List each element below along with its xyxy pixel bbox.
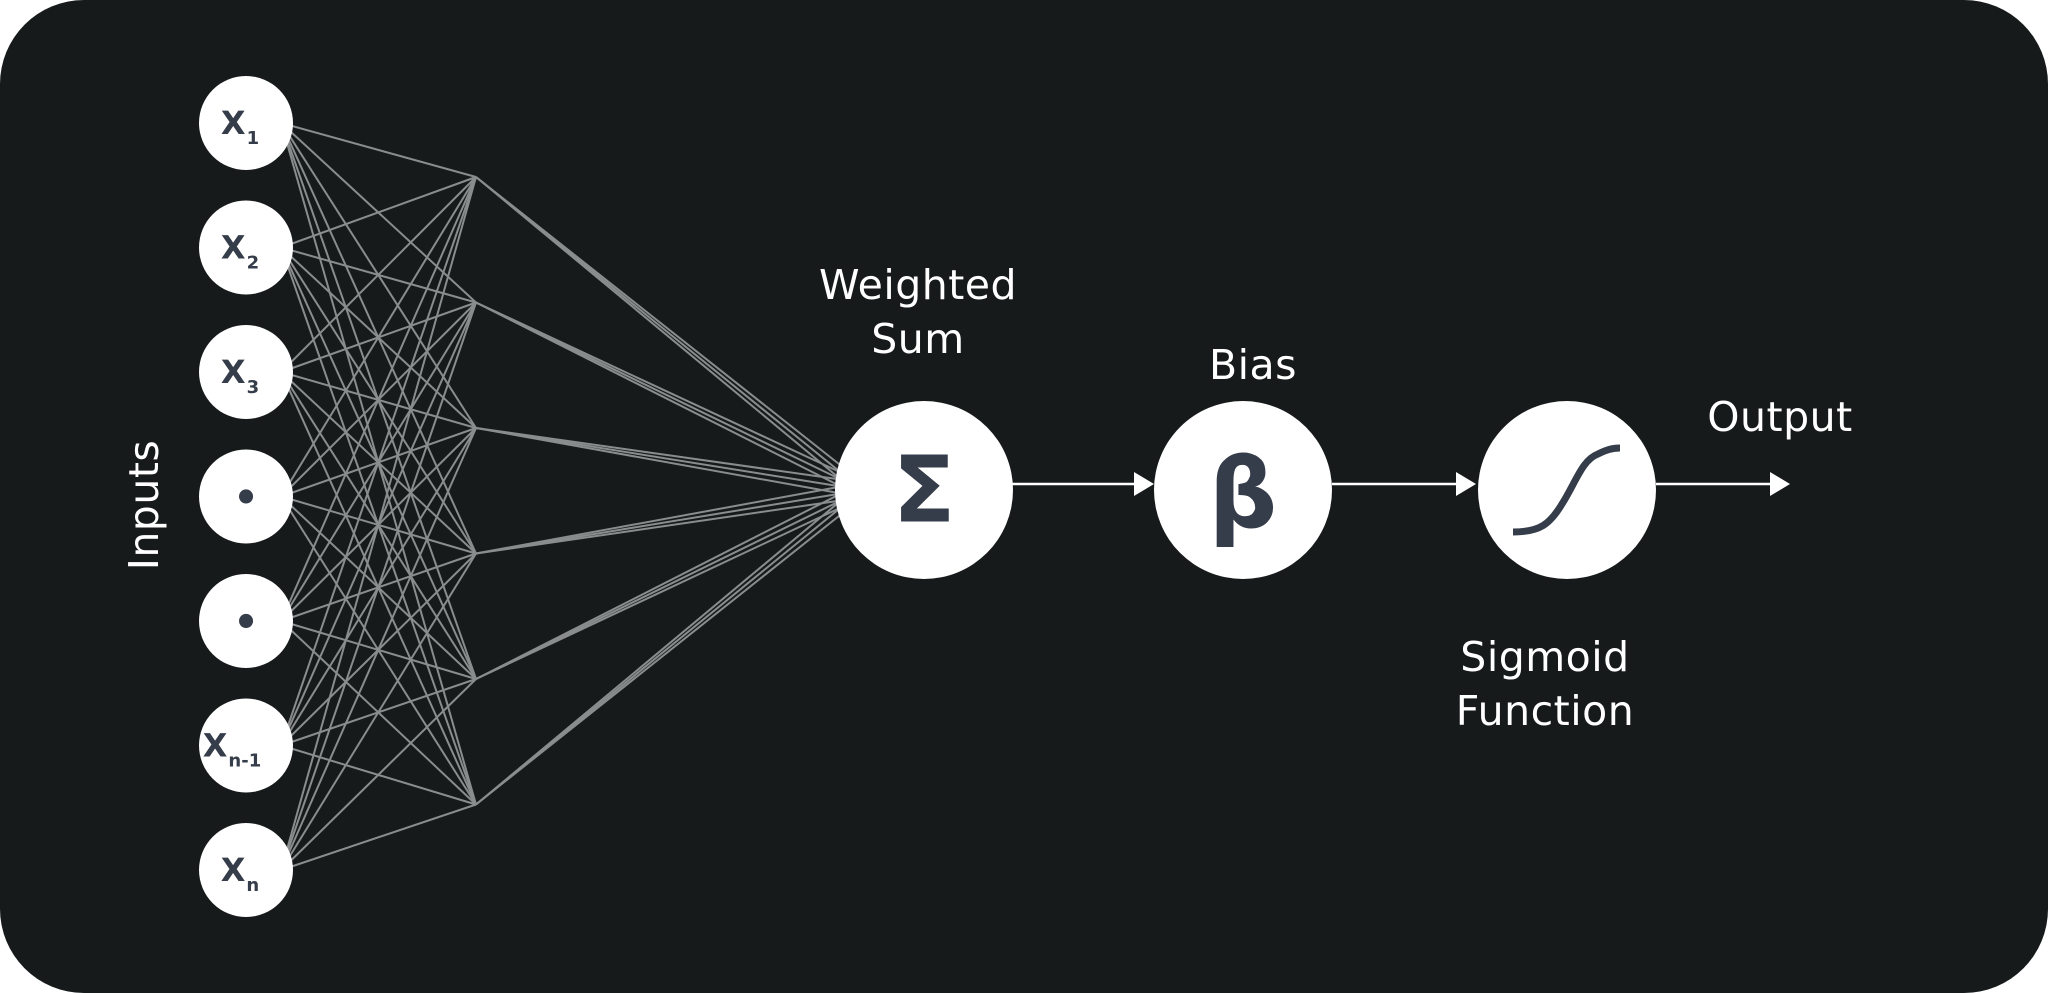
connection-line — [475, 427, 845, 488]
connection-line — [475, 492, 845, 555]
input-node-circle — [199, 200, 293, 295]
connection-line — [280, 302, 477, 871]
input-node-circle — [199, 76, 293, 170]
connection-line — [280, 122, 477, 178]
connection-line — [475, 301, 845, 482]
sum-symbol: Σ — [893, 437, 956, 544]
weighted-sum-label-line1: Weighted — [818, 261, 1018, 309]
sigmoid-node — [1478, 401, 1656, 579]
input-node-label: Xn-1 — [203, 727, 261, 772]
flow-arrows — [1012, 472, 1790, 496]
connection-line — [475, 505, 845, 680]
input-node-circle — [199, 449, 293, 544]
weighted-sum-node: Σ — [835, 401, 1013, 579]
input-node-label: X1 — [221, 104, 259, 149]
input-node: Xn — [199, 823, 293, 917]
connection-line — [280, 176, 477, 373]
connection-line — [475, 491, 845, 680]
input-node: X1 — [199, 76, 293, 170]
output-label: Output — [1707, 393, 1853, 441]
input-node-circle — [199, 325, 293, 419]
sigmoid-label-line2: Function — [1455, 687, 1635, 735]
input-node: • — [199, 449, 293, 544]
bias-symbol: β — [1209, 438, 1278, 550]
connection-line — [475, 427, 845, 481]
weighted-sum-label: Weighted Sum — [819, 258, 1017, 366]
connection-line — [475, 301, 845, 475]
input-node-label: X2 — [221, 229, 259, 274]
connection-line — [280, 176, 477, 871]
connection-line — [475, 176, 845, 483]
sigmoid-curve-icon — [1512, 444, 1621, 536]
connection-line — [280, 552, 477, 871]
bias-node: β — [1154, 401, 1332, 579]
arrowhead-output — [1770, 472, 1790, 496]
connection-line — [280, 803, 477, 871]
arrowhead-sum-to-bias — [1134, 472, 1154, 496]
connection-line — [280, 176, 477, 622]
input-node-label: • — [233, 600, 259, 646]
inputs-label: Inputs — [120, 439, 168, 571]
input-node: X3 — [199, 325, 293, 419]
connection-line — [475, 499, 845, 555]
input-node: Xn-1 — [199, 698, 293, 793]
connection-line — [475, 511, 845, 806]
input-node: • — [199, 574, 293, 668]
input-node-circle — [199, 698, 293, 793]
connection-lines — [280, 122, 845, 871]
connection-line — [280, 176, 477, 746]
input-node: X2 — [199, 200, 293, 295]
sigmoid-function-label: Sigmoid Function — [1456, 630, 1634, 738]
connection-line — [280, 427, 477, 871]
connection-line — [475, 301, 845, 489]
input-node-circle — [199, 574, 293, 668]
input-node-circle — [199, 823, 293, 917]
weighted-sum-label-line2: Sum — [871, 315, 965, 363]
input-node-label: Xn — [221, 851, 260, 896]
bias-label: Bias — [1208, 341, 1298, 389]
connection-line — [475, 485, 845, 555]
connection-line — [280, 176, 477, 498]
connection-line — [280, 678, 477, 871]
connection-line — [280, 176, 477, 249]
connection-line — [475, 427, 845, 495]
arrowhead-bias-to-sigmoid — [1456, 472, 1476, 496]
input-node-label: • — [233, 476, 259, 522]
input-node-label: X3 — [221, 353, 259, 398]
connection-line — [475, 498, 845, 680]
sigmoid-label-line1: Sigmoid — [1460, 633, 1630, 681]
